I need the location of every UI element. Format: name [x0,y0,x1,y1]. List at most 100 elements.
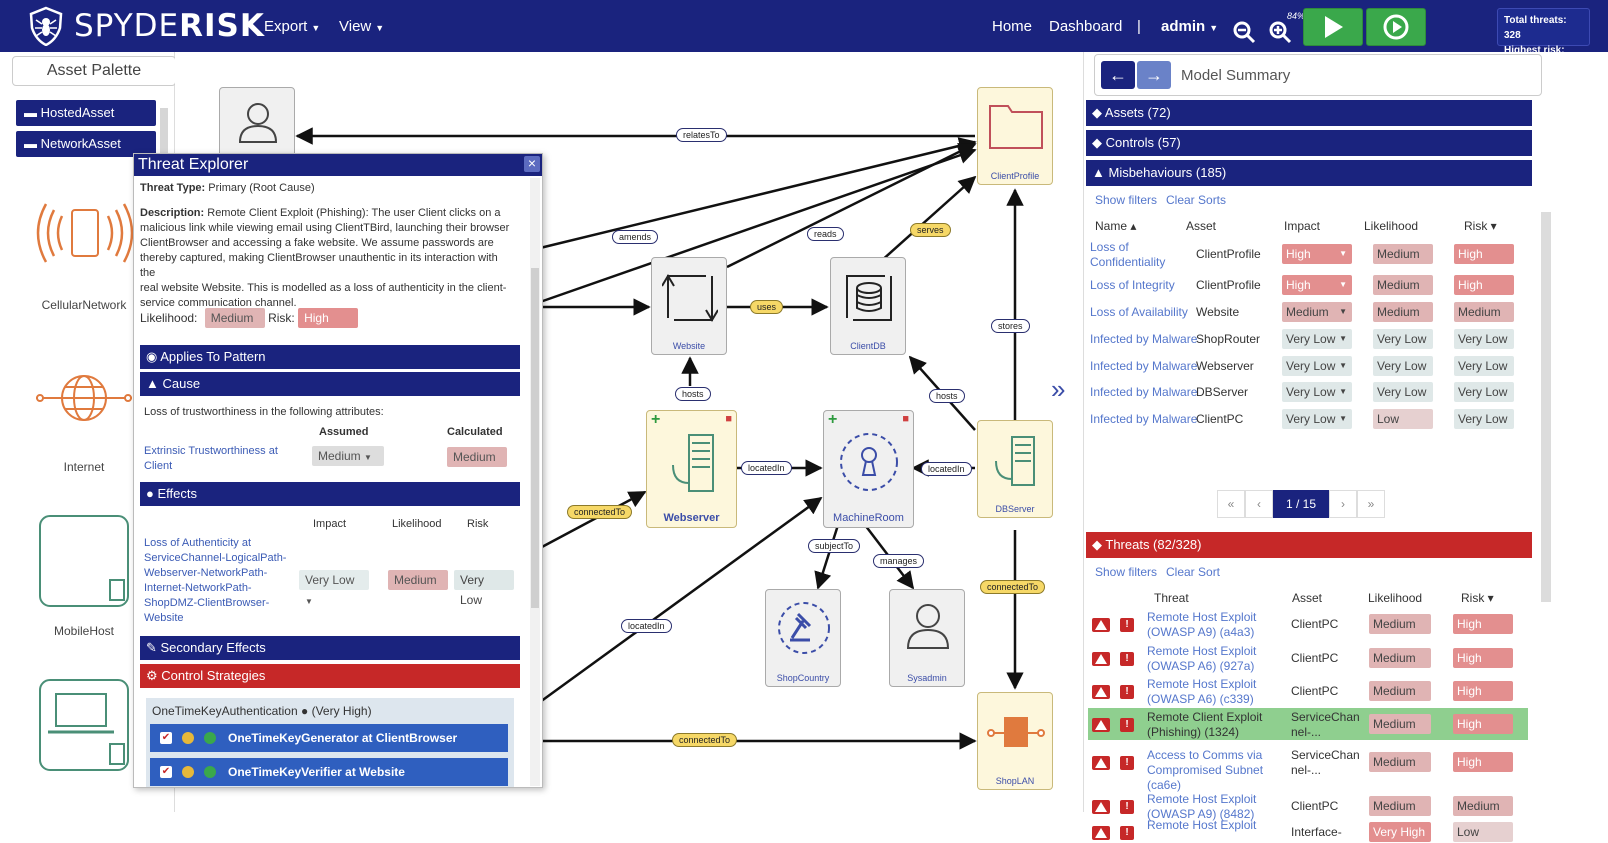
edge-label[interactable]: uses [750,300,784,314]
pager-prev[interactable]: ‹ [1245,490,1273,518]
threat-name-link[interactable]: Remote Host Exploit(OWASP A6) (c339) [1147,677,1257,706]
palette-scrollbar[interactable] [160,108,168,158]
pager-last[interactable]: » [1357,490,1385,518]
th-header-asset[interactable]: Asset [1292,591,1323,605]
logo[interactable]: SPYDERISK [26,5,265,47]
checkbox-icon[interactable]: ✔ [160,732,172,744]
effects-header[interactable]: ● Effects [140,482,520,506]
mb-header-asset[interactable]: Asset [1186,219,1217,233]
mb-header-impact[interactable]: Impact [1284,219,1321,233]
node-db-server[interactable]: DBServer [977,420,1053,518]
export-menu[interactable]: Export▼ [264,18,321,35]
delete-icon[interactable]: ■ [902,413,909,425]
assumed-select[interactable]: Medium ▼ [312,446,384,466]
threat-name-link[interactable]: Remote Client Exploit(Phishing) (1324) [1147,710,1263,739]
control-row[interactable]: ✔ OneTimeKeyVerifier at Website [150,758,508,786]
misbehaviour-name-link[interactable]: Infected by Malware [1090,412,1198,426]
edge-label[interactable]: locatedIn [621,619,672,633]
effect-impact-select[interactable]: Very Low ▼ [299,570,369,606]
applies-to-pattern-header[interactable]: ◉ Applies To Pattern [140,345,520,369]
explorer-scrollbar[interactable] [530,178,540,786]
panel-scrollbar[interactable] [1541,212,1551,602]
edge-label[interactable]: locatedIn [741,461,792,475]
node-machine-room[interactable]: + ■ MachineRoom [823,410,914,528]
threat-name-link[interactable]: Remote Host Exploit(OWASP A9) (a4a3) [1147,610,1257,639]
pager-current[interactable]: 1 / 15 [1273,490,1329,518]
back-arrow-icon[interactable]: ← [1101,61,1135,89]
internet-icon[interactable] [34,372,134,432]
clear-sorts-link[interactable]: Clear Sorts [1166,193,1227,207]
threat-name-link[interactable]: Remote Host Exploit(OWASP A6) (927a) [1147,644,1257,673]
edge-label[interactable]: connectedTo [567,505,633,519]
misbehaviour-impact-select[interactable]: Very Low▼ [1282,356,1352,376]
edge-label[interactable]: connectedTo [672,733,738,747]
threat-explorer-title[interactable]: Threat Explorer [134,154,542,176]
add-icon[interactable]: + [651,411,661,428]
misbehaviour-name-link[interactable]: Loss of Availability [1090,305,1188,319]
node-client-db[interactable]: ClientDB [830,257,906,355]
folder-network-asset[interactable]: ▬ NetworkAsset [16,131,156,157]
edge-label[interactable]: relatesTo [676,128,727,142]
th-header-risk[interactable]: Risk ▾ [1461,591,1494,605]
edge-label[interactable]: connectedTo [980,580,1046,594]
th-header-threat[interactable]: Threat [1154,591,1189,605]
edge-label[interactable]: hosts [929,389,965,403]
mobile-host-icon[interactable] [38,514,134,610]
zoom-out-button[interactable] [1230,18,1258,46]
misbehaviour-impact-select[interactable]: High▼ [1282,244,1352,264]
home-link[interactable]: Home [992,18,1033,35]
mb-header-likelihood[interactable]: Likelihood [1364,219,1419,233]
misbehaviour-name-link[interactable]: Infected by Malware [1090,359,1198,373]
th-header-likelihood[interactable]: Likelihood [1368,591,1423,605]
pager-next[interactable]: › [1329,490,1357,518]
edge-label[interactable]: locatedIn [921,462,972,476]
view-menu[interactable]: View▼ [339,18,385,35]
node-shop-country[interactable]: ShopCountry [765,589,841,687]
run-validation-button[interactable] [1366,8,1426,46]
edge-label[interactable]: serves [910,223,951,237]
forward-arrow-icon[interactable]: → [1137,61,1171,89]
misbehaviour-name-link[interactable]: Infected by Malware [1090,385,1198,399]
misbehaviours-section-header[interactable]: ▲ Misbehaviours (185) [1086,160,1532,186]
user-menu[interactable]: admin▼ [1161,18,1219,35]
scroll-thumb[interactable] [531,268,539,608]
control-row[interactable]: ✔ OneTimeKeyGenerator at ClientBrowser [150,724,508,752]
threats-show-filters-link[interactable]: Show filters [1095,565,1158,579]
node-client[interactable] [219,87,295,157]
node-client-profile[interactable]: ClientProfile [977,87,1053,185]
add-icon[interactable]: + [828,411,838,428]
edge-label[interactable]: reads [807,227,844,241]
node-sysadmin[interactable]: Sysadmin [889,589,965,687]
edge-label[interactable]: manages [873,554,925,568]
edge-label[interactable]: subjectTo [808,539,861,553]
expand-panel-icon[interactable]: » [1051,374,1066,404]
threats-clear-sort-link[interactable]: Clear Sort [1166,565,1221,579]
controls-section-header[interactable]: ◆ Controls (57) [1086,130,1532,156]
misbehaviour-impact-select[interactable]: Very Low▼ [1282,329,1352,349]
delete-icon[interactable]: ■ [725,413,732,425]
checkbox-icon[interactable]: ✔ [160,766,172,778]
node-shop-lan[interactable]: ShopLAN [977,692,1053,790]
run-risk-button[interactable] [1303,8,1363,46]
misbehaviour-impact-select[interactable]: Very Low▼ [1282,409,1352,429]
laptop-host-icon[interactable] [38,678,134,774]
threat-name-link[interactable]: Remote Host Exploit [1147,818,1257,832]
show-filters-link[interactable]: Show filters [1095,193,1158,207]
edge-label[interactable]: stores [991,319,1030,333]
misbehaviour-impact-select[interactable]: Very Low▼ [1282,382,1352,402]
mb-header-name[interactable]: Name ▴ [1095,219,1137,233]
close-icon[interactable]: × [524,156,540,172]
cause-header[interactable]: ▲ Cause [140,372,520,396]
misbehaviour-name-link[interactable]: Infected by Malware [1090,332,1198,346]
cellular-network-icon[interactable] [30,202,140,282]
edge-label[interactable]: amends [612,230,659,244]
control-strategies-header[interactable]: ⚙ Control Strategies [140,664,520,688]
node-website[interactable]: Website [651,257,727,355]
pager-first[interactable]: « [1217,490,1245,518]
folder-hosted-asset[interactable]: ▬ HostedAsset [16,100,156,126]
assets-section-header[interactable]: ◆ Assets (72) [1086,100,1532,126]
